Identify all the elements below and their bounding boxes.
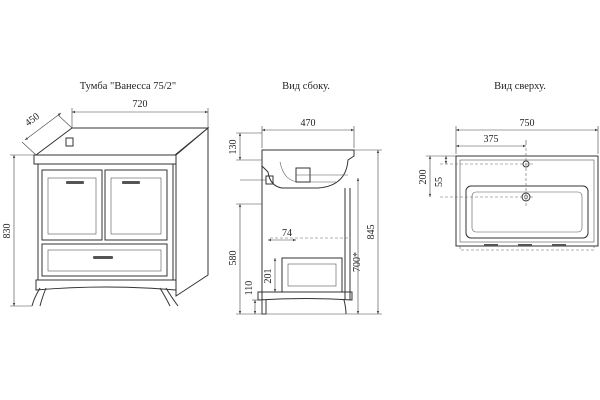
side-leg-height-label: 110 — [244, 281, 255, 296]
side-body-height-label: 580 — [228, 251, 239, 266]
top-view: 750 375 200 55 — [418, 118, 599, 251]
side-drain-height-label: 700* — [352, 252, 363, 272]
top-width-label: 750 — [520, 118, 535, 129]
side-top-thickness-label: 130 — [228, 140, 239, 155]
side-total-height-label: 845 — [366, 225, 377, 240]
front-view: 720 450 830 — [2, 99, 210, 307]
top-drain-offset-label: 375 — [484, 134, 499, 145]
side-view-title: Вид сбоку. — [282, 81, 330, 92]
front-width-label: 720 — [133, 99, 148, 110]
top-depth-label: 200 — [418, 170, 429, 185]
side-drawer-offset-label: 74 — [282, 228, 292, 239]
side-depth-label: 470 — [301, 118, 316, 129]
top-hole-offset-label: 55 — [434, 177, 445, 187]
side-drawer-height-label: 201 — [263, 269, 274, 284]
front-height-label: 830 — [2, 224, 13, 239]
top-view-title: Вид сверху. — [494, 81, 546, 92]
front-view-title: Тумба "Ванесса 75/2" — [80, 81, 176, 92]
front-depth-label: 450 — [23, 111, 42, 129]
side-view: 470 130 580 110 74 201 700* 845 — [228, 118, 382, 315]
